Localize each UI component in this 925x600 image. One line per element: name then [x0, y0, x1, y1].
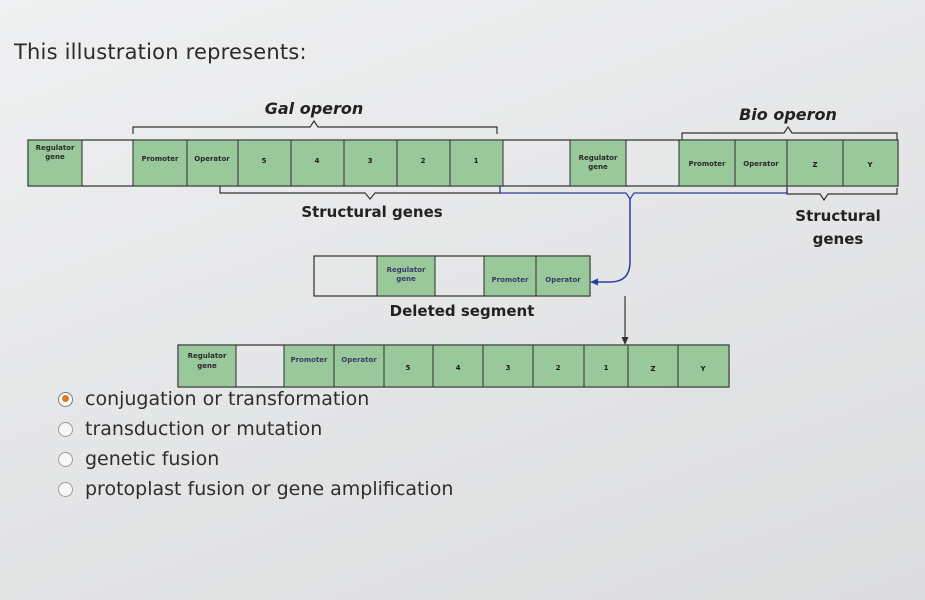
gal-regulator-label-2: gene: [45, 153, 65, 161]
fused-regulator-gene: [177, 344, 237, 388]
fused-gene-1: [583, 344, 629, 388]
gal-gene-5-label: 5: [262, 157, 267, 165]
fused-chromosome: Regulator gene Promoter Operator 5 4 3 2…: [177, 344, 730, 388]
bio-promoter-label: Promoter: [688, 160, 726, 168]
deleted-segment-brace-right: [629, 186, 788, 200]
deleted-regulator-label-2: gene: [396, 275, 416, 283]
fused-operator: [333, 344, 385, 388]
gal-operon-title: Gal operon: [265, 99, 364, 118]
bio-operator: [734, 139, 788, 187]
gal-regulator-label: Regulator: [36, 144, 75, 152]
deleted-operator: [535, 255, 591, 297]
gal-gene-3-label: 3: [368, 157, 373, 165]
deleted-promoter-label: Promoter: [491, 276, 529, 284]
radio-button[interactable]: [58, 451, 73, 467]
gal-promoter-label: Promoter: [141, 155, 179, 163]
gal-regulator-gene: [27, 139, 83, 187]
fused-gene-3-label: 3: [506, 364, 511, 372]
fused-gene-2-label: 2: [556, 364, 561, 372]
bio-promoter: [678, 139, 736, 187]
fused-promoter: [283, 344, 335, 388]
fused-gene-5: [383, 344, 434, 388]
bio-structural-brace: [786, 188, 898, 202]
fused-gene-2: [532, 344, 585, 388]
bio-gene-y-label: Y: [866, 161, 873, 169]
fused-gene-z-label: Z: [650, 365, 655, 373]
deleted-regulator-gene: [376, 255, 436, 297]
bio-regulator-label: Regulator: [579, 154, 618, 162]
fused-gene-1-label: 1: [604, 364, 609, 372]
bio-regulator-gene: [569, 139, 627, 187]
gal-gene-2: [396, 139, 451, 187]
radio-button[interactable]: [58, 421, 73, 437]
answer-options: conjugation or transformation transducti…: [58, 384, 453, 504]
option-genetic-fusion[interactable]: genetic fusion: [58, 444, 453, 474]
top-chromosome: Regulator gene Promoter Operator 5 4 3 2…: [27, 139, 899, 187]
gal-gene-2-label: 2: [421, 157, 426, 165]
fusion-arrowhead: [621, 337, 629, 345]
radio-button-selected[interactable]: [58, 391, 73, 407]
structural-genes-label: Structural genes: [301, 203, 442, 221]
deleted-segment-brace: [499, 186, 631, 200]
gal-operon-brace: [132, 119, 498, 134]
gal-promoter: [132, 139, 188, 187]
deletion-arrowhead: [590, 278, 598, 286]
fused-regulator-label: Regulator: [188, 352, 227, 360]
deleted-segment: Regulator gene Promoter Operator: [313, 255, 591, 297]
fused-regulator-label-2: gene: [197, 362, 217, 370]
fused-operator-label: Operator: [341, 356, 377, 364]
fused-gene-y: [677, 344, 730, 388]
gal-operator: [186, 139, 239, 187]
fused-gene-4: [432, 344, 484, 388]
deleted-segment-label: Deleted segment: [390, 302, 535, 320]
bio-gene-z-label: Z: [812, 161, 817, 169]
bio-operon-brace: [681, 125, 898, 140]
option-label: transduction or mutation: [85, 418, 323, 440]
radio-button[interactable]: [58, 481, 73, 497]
deleted-promoter: [483, 255, 537, 297]
option-label: genetic fusion: [85, 448, 220, 470]
gal-gene-1: [449, 139, 504, 187]
option-protoplast-fusion[interactable]: protoplast fusion or gene amplification: [58, 474, 453, 504]
fused-gene-y-label: Y: [699, 365, 706, 373]
option-conjugation[interactable]: conjugation or transformation: [58, 384, 453, 414]
question-text: This illustration represents:: [14, 40, 307, 64]
bio-operon-title: Bio operon: [739, 105, 837, 124]
deletion-arrow: [596, 199, 631, 283]
gal-gene-1-label: 1: [474, 157, 479, 165]
gal-operator-label: Operator: [194, 155, 230, 163]
bio-structural-label-2: genes: [813, 230, 864, 248]
option-label: conjugation or transformation: [85, 388, 370, 410]
structural-genes-brace: [219, 186, 501, 200]
deleted-regulator-label: Regulator: [387, 266, 426, 274]
bio-operator-label: Operator: [743, 160, 779, 168]
gal-gene-4-label: 4: [315, 157, 320, 165]
bio-regulator-label-2: gene: [588, 163, 608, 171]
option-label: protoplast fusion or gene amplification: [85, 478, 454, 500]
gal-gene-5: [237, 139, 292, 187]
deleted-operator-label: Operator: [545, 276, 581, 284]
fused-gene-3: [482, 344, 534, 388]
option-transduction[interactable]: transduction or mutation: [58, 414, 453, 444]
gal-gene-3: [343, 139, 398, 187]
fused-gene-5-label: 5: [406, 364, 411, 372]
bio-structural-label: Structural: [795, 207, 880, 225]
fused-gene-4-label: 4: [456, 364, 461, 372]
bio-gene-y: [842, 139, 899, 187]
fused-promoter-label: Promoter: [290, 356, 328, 364]
